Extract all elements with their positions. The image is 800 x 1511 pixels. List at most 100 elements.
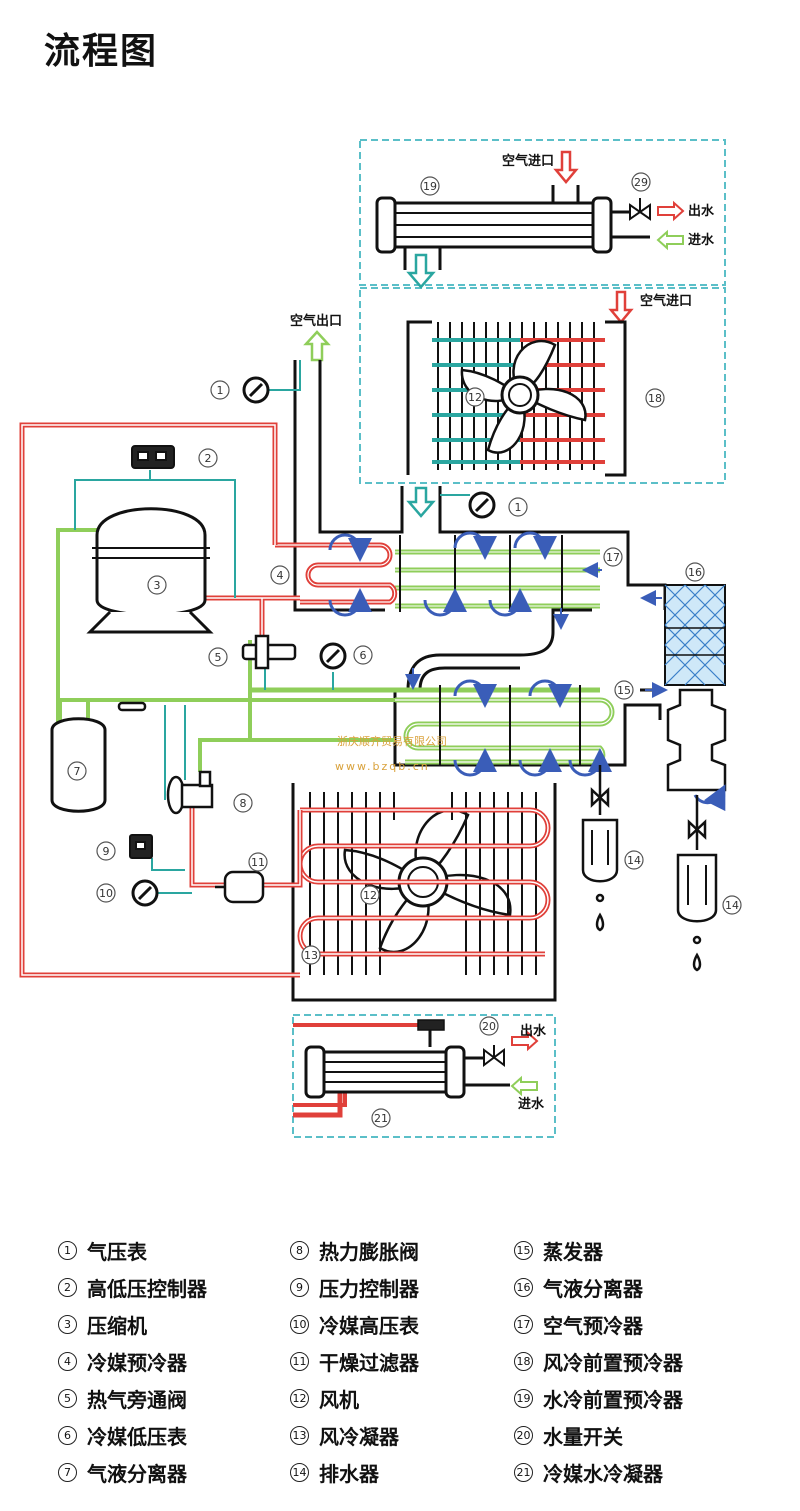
svg-text:4: 4 xyxy=(277,569,284,582)
air-inlet-label: 空气进口 xyxy=(502,153,554,169)
air-flow-arrows xyxy=(303,150,634,518)
water-condenser-frame xyxy=(292,1014,556,1138)
legend-number: 6 xyxy=(58,1426,77,1445)
legend-text: 干燥过滤器 xyxy=(319,1351,419,1375)
legend-text: 气压表 xyxy=(87,1240,147,1264)
page-title: 流程图 xyxy=(44,31,159,72)
legend-number: 12 xyxy=(290,1389,309,1408)
legend-number: 3 xyxy=(58,1315,77,1334)
legend-text: 蒸发器 xyxy=(543,1240,603,1264)
legend-text: 高低压控制器 xyxy=(87,1277,207,1301)
legend-item: 16 气液分离器 xyxy=(514,1269,683,1306)
dryer-filter xyxy=(215,870,265,904)
legend-number: 4 xyxy=(58,1352,77,1371)
svg-text:16: 16 xyxy=(688,566,702,579)
svg-text:29: 29 xyxy=(634,176,648,189)
legend-number: 18 xyxy=(514,1352,533,1371)
legend-text: 水冷前置预冷器 xyxy=(543,1388,683,1412)
legend-item: 5 热气旁通阀 xyxy=(58,1380,207,1417)
legend-text: 水量开关 xyxy=(543,1425,623,1449)
legend-text: 冷媒低压表 xyxy=(87,1425,187,1449)
legend-item: 17 空气预冷器 xyxy=(514,1306,683,1343)
svg-text:11: 11 xyxy=(251,856,265,869)
air-pressure-gauge-icon xyxy=(131,376,496,907)
water-valve-icon xyxy=(629,198,651,221)
legend-text: 冷媒高压表 xyxy=(319,1314,419,1338)
svg-text:14: 14 xyxy=(627,854,641,867)
svg-text:1: 1 xyxy=(515,501,522,514)
legend-text: 排水器 xyxy=(319,1462,379,1486)
hot-gas-bypass-valve xyxy=(241,634,297,670)
refrigerant-cold-lines xyxy=(56,528,395,772)
water-inlet-label: 进水 xyxy=(688,232,715,248)
legend-number: 17 xyxy=(514,1315,533,1334)
evaporator-tubes xyxy=(250,685,615,765)
legend-number: 16 xyxy=(514,1278,533,1297)
water-cooled-precooler xyxy=(375,185,650,270)
svg-text:20: 20 xyxy=(482,1020,496,1033)
water-outlet-label: 出水 xyxy=(520,1023,547,1039)
refrigerant-water-condenser xyxy=(304,1019,510,1099)
legend-item: 4 冷媒预冷器 xyxy=(58,1343,207,1380)
svg-text:15: 15 xyxy=(617,684,631,697)
legend-text: 气液分离器 xyxy=(543,1277,643,1301)
pressure-controller-icon xyxy=(129,834,153,859)
svg-text:1: 1 xyxy=(217,384,224,397)
water-outlet-label: 出水 xyxy=(688,203,715,219)
refrigeration-flow-diagram: 空气进口 空气进口 空气出口 出水 进水 出水 进水 浙庆顺齐贸易有限公司 ww… xyxy=(19,139,742,1138)
legend-number: 11 xyxy=(290,1352,309,1371)
legend-item: 20 水量开关 xyxy=(514,1417,683,1454)
refrigerant-hot-lines-inner xyxy=(21,424,301,976)
legend-number: 8 xyxy=(290,1241,309,1260)
legend-item: 14 排水器 xyxy=(290,1454,419,1491)
legend-text: 风冷凝器 xyxy=(319,1425,399,1449)
svg-text:3: 3 xyxy=(154,579,161,592)
svg-text:6: 6 xyxy=(360,649,367,662)
air-inlet-label: 空气进口 xyxy=(640,293,692,309)
air-condenser xyxy=(297,792,551,975)
legend-number: 13 xyxy=(290,1426,309,1445)
legend-number: 20 xyxy=(514,1426,533,1445)
svg-text:7: 7 xyxy=(74,765,81,778)
svg-text:17: 17 xyxy=(606,551,620,564)
dashed-frames xyxy=(292,139,726,1138)
svg-text:21: 21 xyxy=(374,1112,388,1125)
callouts xyxy=(67,172,742,1128)
compressor xyxy=(86,507,214,634)
high-low-pressure-controller xyxy=(131,445,175,469)
drain-right xyxy=(676,795,718,972)
watermark-text: 浙庆顺齐贸易有限公司 xyxy=(337,734,447,748)
legend-number: 19 xyxy=(514,1389,533,1408)
legend-number: 10 xyxy=(290,1315,309,1334)
fan-icon-top xyxy=(460,339,587,454)
legend-number: 7 xyxy=(58,1463,77,1482)
drain-left xyxy=(581,765,619,932)
svg-text:9: 9 xyxy=(103,845,110,858)
air-direction-arrows xyxy=(405,562,668,698)
air-cooled-precooler xyxy=(406,320,627,477)
legend-item: 19 水冷前置预冷器 xyxy=(514,1380,683,1417)
water-precooler-frame xyxy=(359,139,726,286)
legend-item: 10 冷媒高压表 xyxy=(290,1306,419,1343)
legend-number: 21 xyxy=(514,1463,533,1482)
legend-text: 空气预冷器 xyxy=(543,1314,643,1338)
air-precooler-frame xyxy=(359,287,726,484)
legend-text: 风机 xyxy=(319,1388,359,1412)
legend-item: 13 风冷凝器 xyxy=(290,1417,419,1454)
svg-text:12: 12 xyxy=(468,391,482,404)
legend-text: 热气旁通阀 xyxy=(87,1388,187,1412)
legend-number: 14 xyxy=(290,1463,309,1482)
legend-text: 冷媒预冷器 xyxy=(87,1351,187,1375)
legend-text: 冷媒水冷凝器 xyxy=(543,1462,663,1486)
watermark-url: www.bzqb.cn xyxy=(335,760,430,773)
thermal-expansion-valve xyxy=(117,701,214,815)
legend-number: 5 xyxy=(58,1389,77,1408)
legend-item: 12 风机 xyxy=(290,1380,419,1417)
